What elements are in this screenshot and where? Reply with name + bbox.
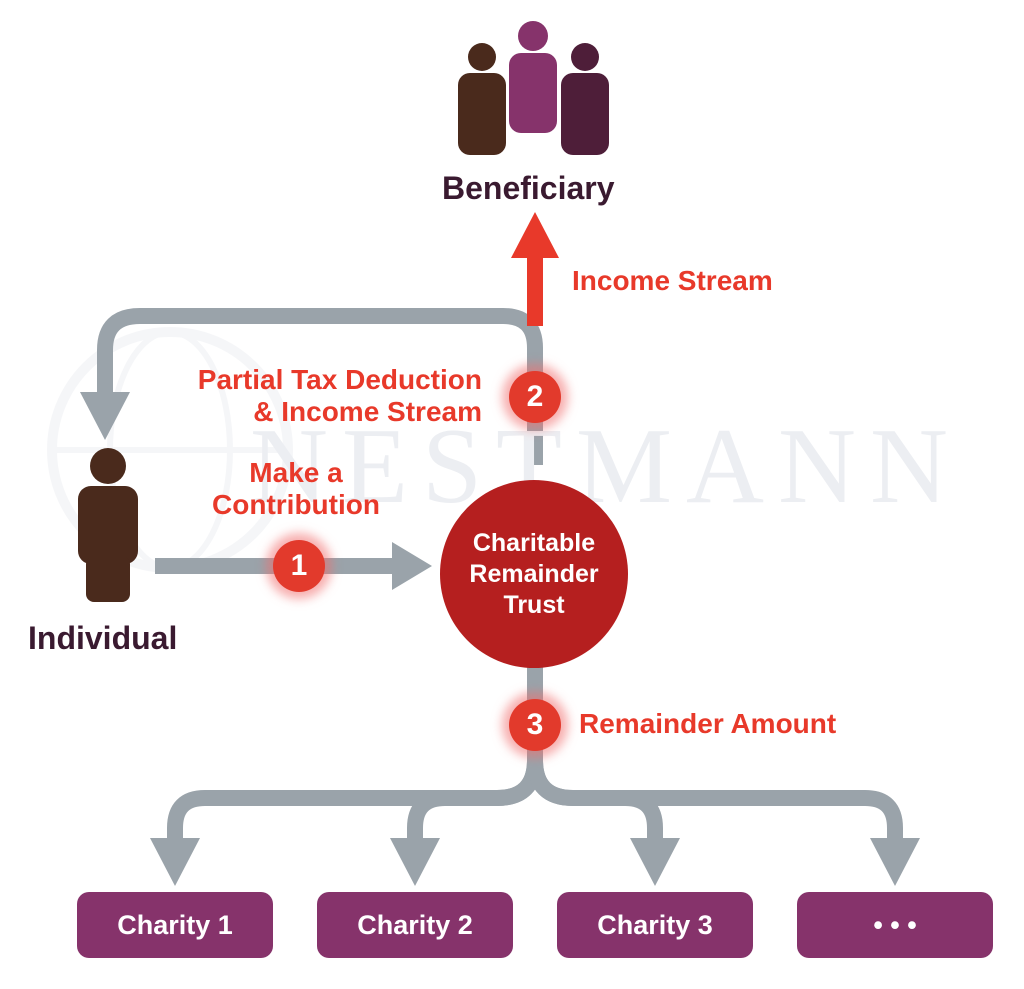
step2-label: Partial Tax Deduction & Income Stream [198,364,482,428]
more-charities-box: • • • [797,892,993,958]
branch-line-charity-4 [527,759,903,842]
trust-label: Charitable Remainder Trust [469,528,599,619]
charity-2-box: Charity 2 [317,892,513,958]
branch-line-charity-2 [407,759,543,842]
step1-label-line1: Make a [249,457,343,488]
step1-label-line2: Contribution [212,489,380,520]
charity-3-box: Charity 3 [557,892,753,958]
step2-badge: 2 [509,371,561,423]
branch-arrowhead-4 [870,838,920,886]
individual-label: Individual [28,620,178,656]
step2-label-line1: Partial Tax Deduction [197,364,482,395]
charity-1-box: Charity 1 [77,892,273,958]
step1-badge: 1 [273,540,325,592]
income-stream-label: Income Stream [572,265,773,296]
charitable-remainder-trust-circle: Charitable Remainder Trust [440,480,628,668]
return-arrowhead [80,392,130,440]
step3-badge: 3 [509,699,561,751]
contribution-arrowhead [392,542,432,590]
step1-label: Make a Contribution [208,457,384,521]
branch-arrowhead-2 [390,838,440,886]
person-icon [78,448,138,602]
beneficiary-label: Beneficiary [442,170,615,206]
branch-arrowhead-3 [630,838,680,886]
remainder-amount-label: Remainder Amount [579,708,837,739]
return-arrow-line [97,308,543,465]
group-of-people-icon [458,21,609,155]
branch-arrowhead-1 [150,838,200,886]
step2-label-line2: & Income Stream [253,396,482,427]
income-stream-arrowhead [511,212,559,258]
